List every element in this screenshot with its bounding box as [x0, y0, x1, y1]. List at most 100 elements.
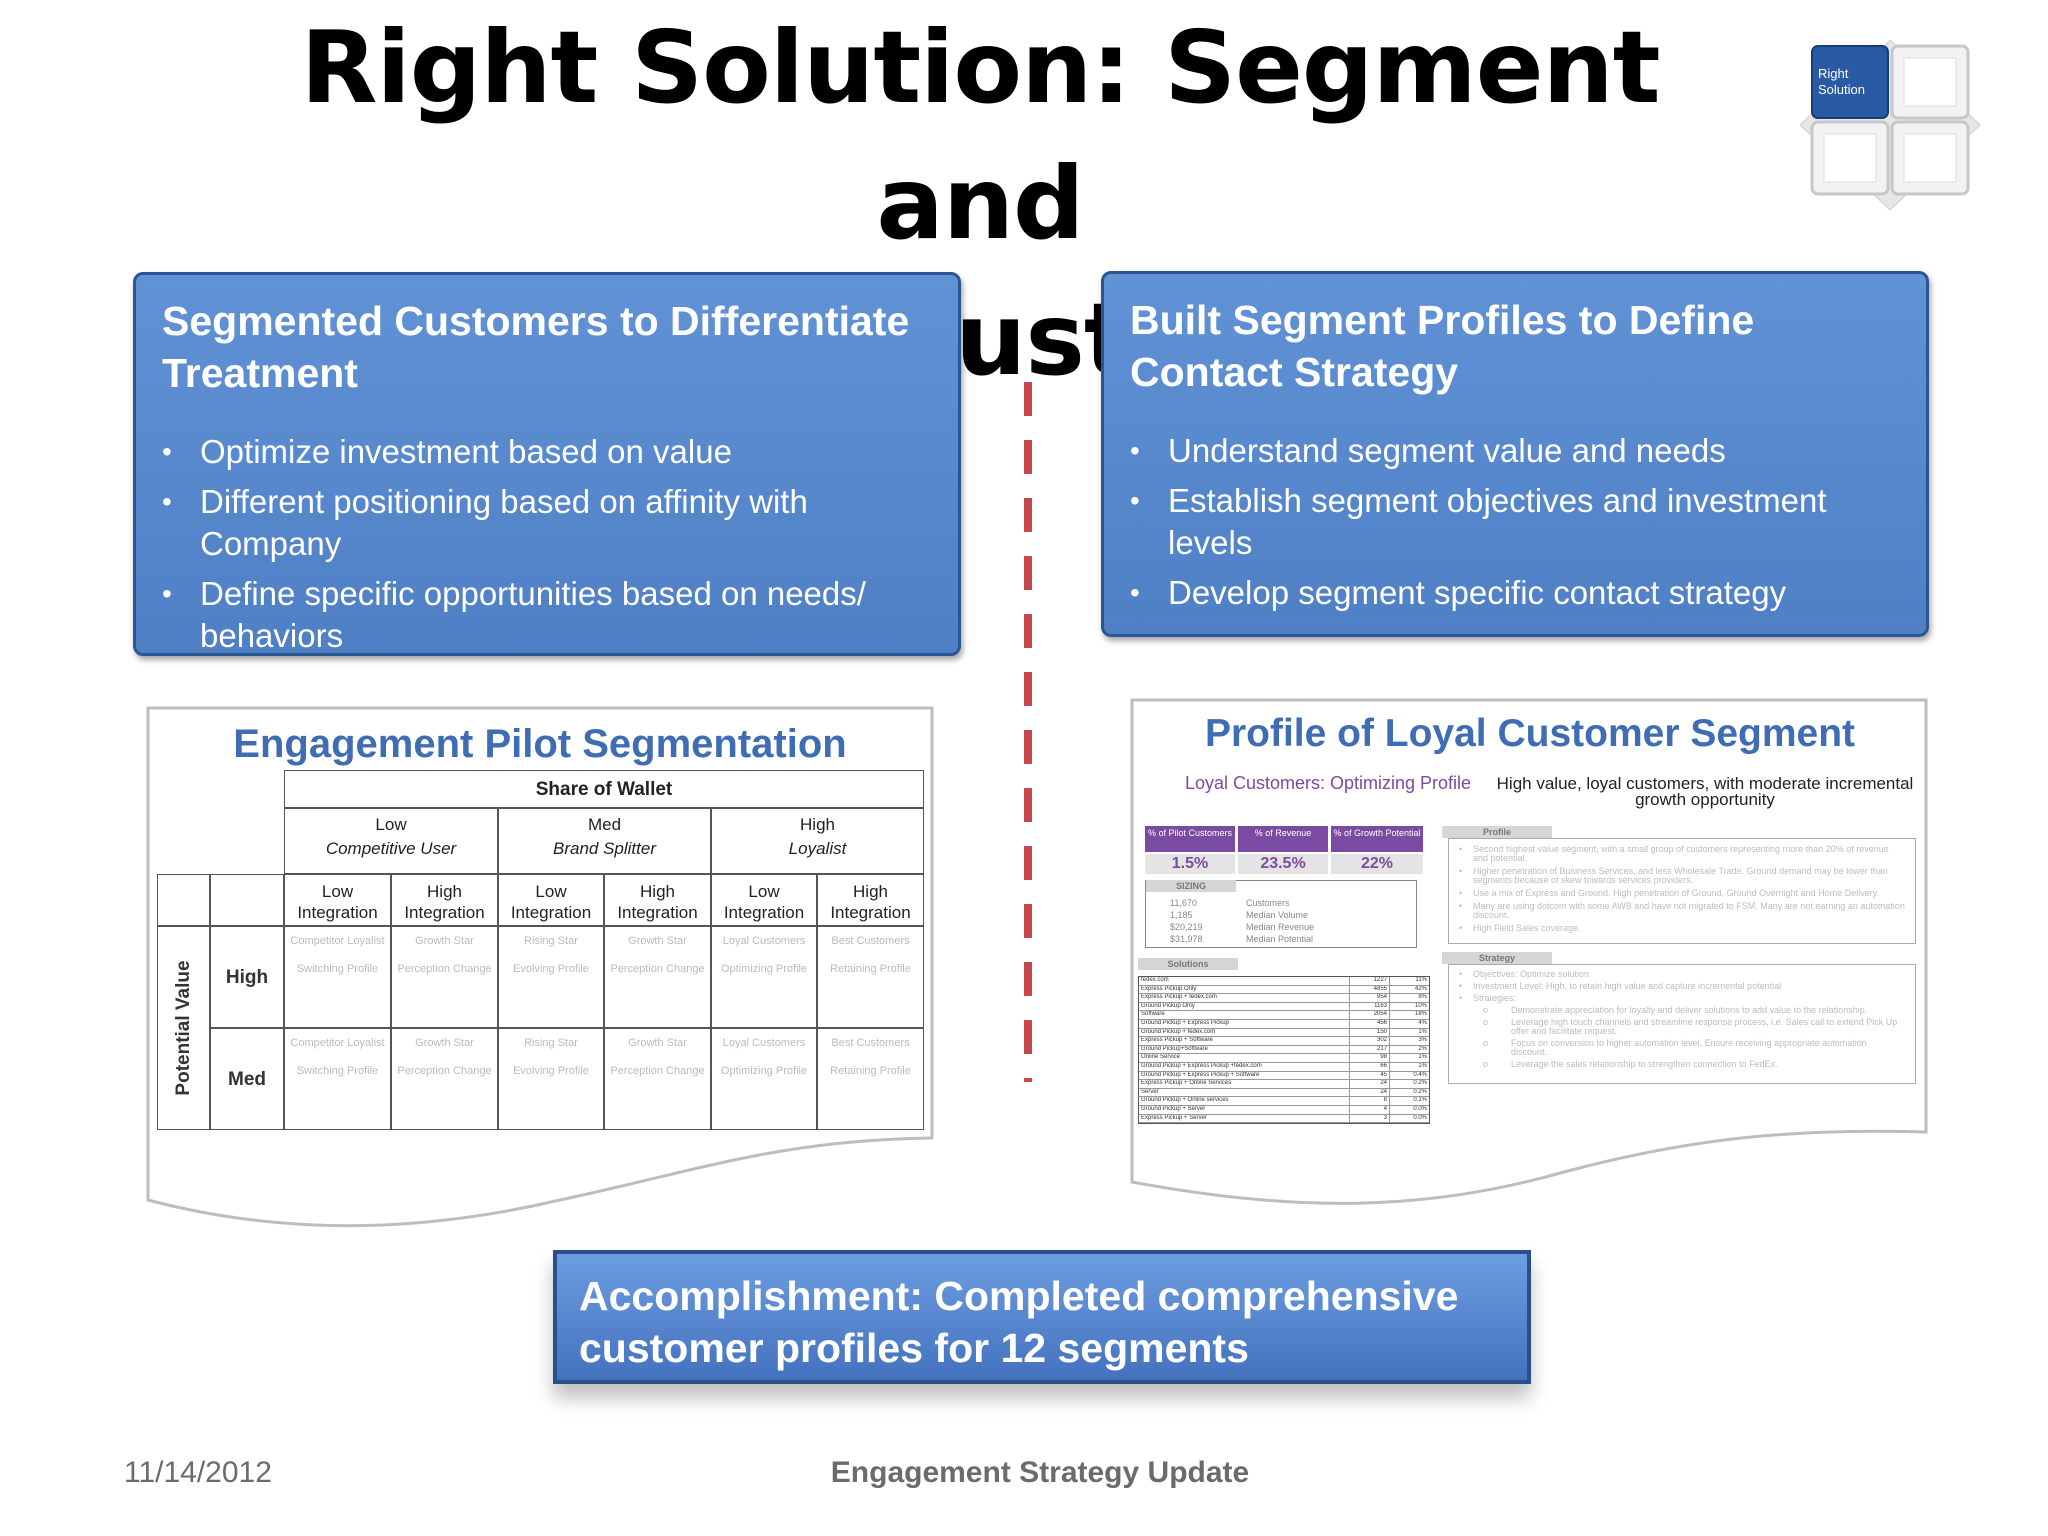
logo-text-line1: Right: [1818, 66, 1849, 81]
solutions-cell: 0.4%: [1389, 1071, 1429, 1080]
footer-title: Engagement Strategy Update: [830, 1456, 1250, 1489]
logo-graphic: Right Solution: [1799, 39, 1981, 211]
solutions-cell: Express Pickup Only: [1141, 985, 1197, 992]
potential-value-label: Potential Value: [172, 960, 194, 1096]
profile-subtitle-left: Loyal Customers: Optimizing Profile: [1184, 773, 1472, 793]
segmentation-sheet: [146, 706, 934, 1228]
accomplishment-line1: Accomplishment: Completed comprehensive: [579, 1273, 1459, 1319]
solutions-cell: 0.1%: [1389, 1097, 1429, 1105]
solutions-cell: 456: [1349, 1019, 1389, 1028]
segmentation-title: Engagement Pilot Segmentation: [233, 722, 847, 766]
solutions-cell: Ground Pickup+Software: [1141, 1045, 1208, 1052]
profile-bullets: Second highest value segment, with a sma…: [1448, 838, 1916, 944]
wallet-med-name: Brand Splitter: [553, 839, 656, 858]
dashed-divider: [1024, 382, 1032, 1082]
solutions-cell: Ground Pickup + Server: [1141, 1105, 1206, 1112]
solutions-cell: Ground Pickup + Express Pickup +fedex.co…: [1141, 1062, 1262, 1069]
left-bullet-3: Define specific opportunities based on n…: [162, 573, 932, 657]
profile-bullet: Higher penetration of Business Services,…: [1459, 866, 1888, 885]
left-box-bullets: Optimize investment based on value Diffe…: [162, 431, 932, 657]
strategy-label: Strategy: [1442, 952, 1552, 964]
solutions-row: Ground Pickup + Express Pickup + Softwar…: [1139, 1071, 1429, 1081]
solutions-cell: Express Pickup + Server: [1141, 1114, 1207, 1121]
profile-label: Profile: [1442, 826, 1552, 838]
solutions-cell: 66: [1349, 1062, 1389, 1071]
metric-value-1: 1.5%: [1145, 854, 1235, 874]
metrics-block: % of Pilot Customers % of Revenue % of G…: [1145, 826, 1425, 876]
footer-date: 11/14/2012: [124, 1456, 272, 1489]
profile-bullet: High Field Sales coverage.•: [1459, 923, 1581, 933]
solutions-cell: 42%: [1389, 985, 1429, 994]
row-label-high: High: [210, 926, 284, 1028]
left-box-heading: Segmented Customers to Differentiate Tre…: [162, 298, 910, 396]
right-box-bullets: Understand segment value and needs Estab…: [1130, 430, 1900, 614]
profile-bullet: Many are using dotcom with some AWB and …: [1459, 901, 1905, 920]
metric-header-1: % of Pilot Customers: [1145, 826, 1235, 852]
solutions-cell: 24: [1349, 1088, 1389, 1097]
solutions-cell: 302: [1349, 1037, 1389, 1045]
metric-header-3: % of Growth Potential: [1331, 826, 1423, 852]
logo-text-line2: Solution: [1818, 82, 1865, 97]
solutions-cell: 1%: [1389, 1054, 1429, 1062]
solutions-cell: 10%: [1389, 1002, 1429, 1011]
profile-sheet: [1130, 698, 1928, 1205]
strategy-sub-bullet: Leverage high touch channels and streaml…: [1483, 1017, 1898, 1036]
solutions-row: Ground Pickup + Express Pickup +fedex.co…: [1139, 1062, 1429, 1072]
metric-value-3: 22%: [1331, 854, 1423, 874]
wallet-low-name: Competitive User: [325, 839, 457, 858]
solutions-label: Solutions: [1138, 958, 1238, 970]
solutions-cell: Ground Pickup + fedex.com: [1141, 1028, 1216, 1035]
solutions-cell: 11%: [1389, 977, 1429, 985]
strategy-bullet: Objectives: Optimize solution•: [1459, 969, 1590, 979]
solutions-cell: 8: [1349, 1097, 1389, 1105]
slide-title-line1: Right Solution: Segment and: [300, 9, 1660, 262]
solutions-cell: 0.2%: [1389, 1080, 1429, 1088]
accomplishment-line2: customer profiles for 12 segments: [579, 1325, 1249, 1371]
right-box-heading: Built Segment Profiles to Define Contact…: [1130, 297, 1755, 395]
accomplishment-banner: Accomplishment: Completed comprehensive …: [553, 1250, 1531, 1384]
segment-profiles-box: Built Segment Profiles to Define Contact…: [1101, 271, 1929, 637]
solutions-cell: 1%: [1389, 1028, 1429, 1037]
solutions-cell: 1163: [1349, 1002, 1389, 1011]
integration-1: Low Integration: [284, 874, 391, 926]
profile-title: Profile of Loyal Customer Segment: [1204, 712, 1856, 755]
wallet-group-low: Low Competitive User: [284, 808, 498, 874]
solutions-cell: 98: [1349, 1054, 1389, 1062]
integration-2: High Integration: [391, 874, 498, 926]
solutions-cell: Server: [1141, 1088, 1159, 1095]
left-bullet-1: Optimize investment based on value: [162, 431, 932, 473]
right-bullet-2: Establish segment objectives and investm…: [1130, 480, 1900, 564]
row-label-med: Med: [210, 1028, 284, 1130]
solutions-cell: Ground Pickup + Express Pickup: [1141, 1019, 1229, 1026]
solutions-cell: 0.0%: [1389, 1114, 1429, 1123]
right-bullet-1: Understand segment value and needs: [1130, 430, 1900, 472]
wallet-group-high: High Loyalist: [711, 808, 924, 874]
potential-value-cell: Potential Value: [157, 926, 210, 1130]
corner-cell: [157, 874, 210, 926]
integration-5: Low Integration: [711, 874, 817, 926]
wallet-med-level: Med: [587, 815, 622, 834]
right-bullet-3: Develop segment specific contact strateg…: [1130, 572, 1900, 614]
segmented-customers-box: Segmented Customers to Differentiate Tre…: [133, 272, 961, 656]
quad-blocks-icon: Right Solution: [1799, 39, 1981, 211]
left-bullet-2: Different positioning based on affinity …: [162, 481, 932, 565]
sizing-label: SIZING: [1146, 880, 1236, 892]
solutions-cell: 2054: [1349, 1011, 1389, 1019]
metric-header-2: % of Revenue: [1238, 826, 1328, 852]
solutions-cell: 18%: [1389, 1011, 1429, 1019]
solutions-cell: 954: [1349, 994, 1389, 1002]
